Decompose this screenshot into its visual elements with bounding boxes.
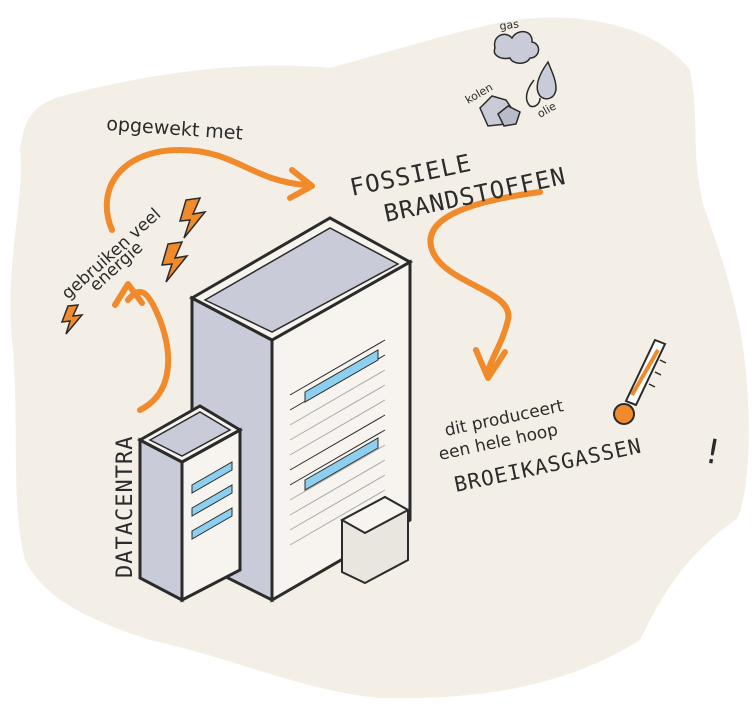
lightning-bolt-icon [178, 197, 207, 239]
coal-icon [479, 95, 521, 127]
arrow-datacentra-to-energy [112, 281, 172, 413]
window-row [289, 339, 386, 546]
arrow-fossil-to-greenhouse [427, 189, 543, 381]
lightning-bolt-icon [160, 241, 189, 283]
office-building-icon [136, 216, 414, 603]
label-gas: gas [499, 17, 520, 33]
thermometer-icon [613, 338, 667, 425]
lightning-bolt-icon [60, 304, 84, 335]
gas-cloud-icon [493, 30, 540, 64]
label-datacentra: DATACENTRA [113, 436, 138, 578]
oil-drop-icon [525, 60, 557, 108]
arrow-energy-to-fossil [103, 146, 315, 233]
